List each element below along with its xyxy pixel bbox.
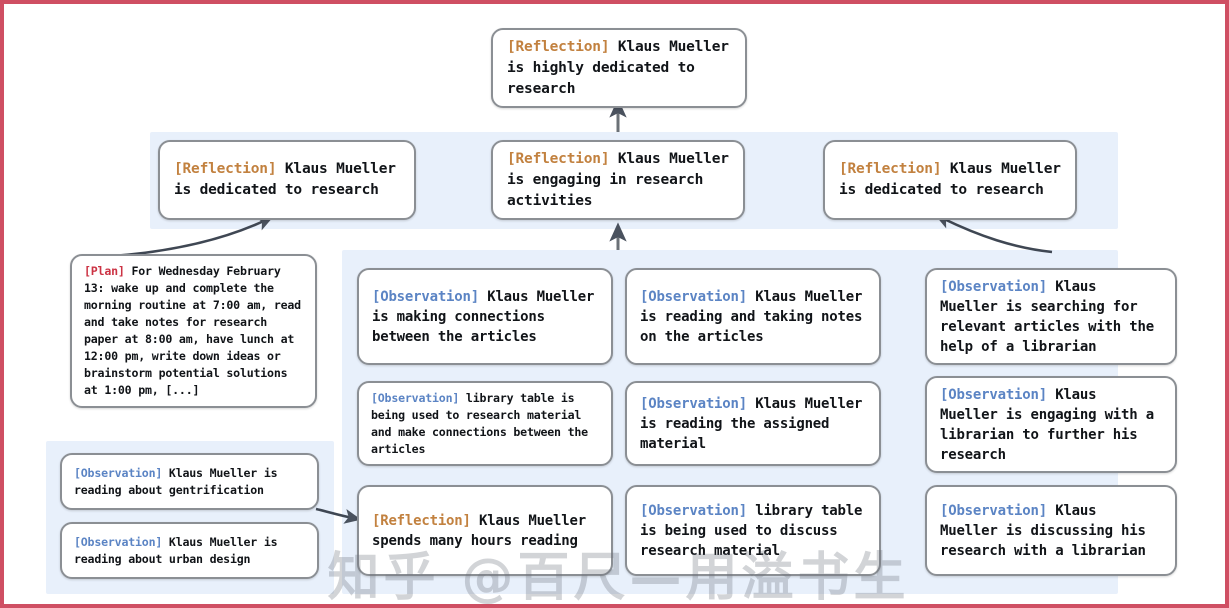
node-col3-observation-1-text: [Observation] Klaus Mueller is reading a… [627, 287, 879, 347]
node-col1-observation-2-text: [Observation] Klaus Mueller is reading a… [62, 534, 317, 568]
observation-tag: [Observation] [74, 465, 163, 480]
node-plan[interactable]: [Plan] For Wednesday February 13: wake u… [70, 254, 317, 408]
node-reflection-left-text: [Reflection] Klaus Mueller is dedicated … [160, 159, 414, 201]
node-col2-reflection-1[interactable]: [Reflection] Klaus Mueller spends many h… [357, 485, 613, 576]
node-reflection-right-text: [Reflection] Klaus Mueller is dedicated … [825, 159, 1075, 201]
node-col4-observation-2-text: [Observation] Klaus Mueller is engaging … [927, 385, 1175, 465]
observation-tag: [Observation] [640, 288, 747, 305]
observation-tag: [Observation] [74, 534, 163, 549]
reflection-tag: [Reflection] [507, 38, 610, 55]
reflection-tag: [Reflection] [839, 161, 942, 177]
node-col1-observation-1-text: [Observation] Klaus Mueller is reading a… [62, 465, 317, 499]
node-root-reflection[interactable]: [Reflection] Klaus Mueller is highly ded… [491, 28, 747, 108]
observation-tag: [Observation] [371, 390, 460, 405]
node-text: For Wednesday February 13: wake up and c… [84, 264, 308, 397]
node-text: Klaus Mueller is dedicated to research [839, 161, 1070, 198]
node-col3-observation-2-text: [Observation] Klaus Mueller is reading t… [627, 394, 879, 454]
node-text: Klaus Mueller is highly dedicated to res… [507, 38, 738, 97]
node-text: Klaus Mueller is reading about urban des… [74, 534, 285, 566]
node-text: Klaus Mueller is making connections betw… [372, 288, 603, 345]
node-text: Klaus Mueller is engaging with a librari… [940, 386, 1163, 463]
node-text: Klaus Mueller spends many hours reading [372, 512, 595, 549]
node-col3-observation-3[interactable]: [Observation] library table is being use… [625, 485, 881, 576]
node-col4-observation-1[interactable]: [Observation] Klaus Mueller is searching… [925, 268, 1177, 365]
reflection-tag: [Reflection] [372, 512, 471, 529]
node-col4-observation-3-text: [Observation] Klaus Mueller is discussin… [927, 501, 1175, 561]
node-col3-observation-3-text: [Observation] library table is being use… [627, 501, 879, 561]
observation-tag: [Observation] [372, 288, 479, 305]
node-col2-observation-1-text: [Observation] Klaus Mueller is making co… [359, 287, 611, 347]
node-col3-observation-2[interactable]: [Observation] Klaus Mueller is reading t… [625, 381, 881, 466]
reflection-tag: [Reflection] [174, 161, 277, 177]
node-col1-observation-2[interactable]: [Observation] Klaus Mueller is reading a… [60, 522, 319, 579]
node-text: Klaus Mueller is searching for relevant … [940, 278, 1163, 355]
observation-tag: [Observation] [940, 278, 1047, 295]
node-col3-observation-1[interactable]: [Observation] Klaus Mueller is reading a… [625, 268, 881, 365]
plan-tag: [Plan] [84, 264, 125, 278]
node-reflection-right[interactable]: [Reflection] Klaus Mueller is dedicated … [823, 140, 1077, 220]
observation-tag: [Observation] [640, 395, 747, 412]
node-col4-observation-3[interactable]: [Observation] Klaus Mueller is discussin… [925, 485, 1177, 576]
node-col1-observation-1[interactable]: [Observation] Klaus Mueller is reading a… [60, 453, 319, 510]
reflection-tag: [Reflection] [507, 150, 610, 167]
node-text: Klaus Mueller is discussing his research… [940, 502, 1154, 559]
node-text: Klaus Mueller is reading the assigned ma… [640, 395, 871, 452]
node-text: Klaus Mueller is reading about gentrific… [74, 465, 285, 497]
node-text: Klaus Mueller is reading and taking note… [640, 288, 871, 345]
node-col2-observation-1[interactable]: [Observation] Klaus Mueller is making co… [357, 268, 613, 365]
node-text: Klaus Mueller is engaging in research ac… [507, 150, 738, 209]
node-text: library table is being used to research … [371, 390, 595, 456]
node-text: Klaus Mueller is dedicated to research [174, 161, 405, 198]
observation-tag: [Observation] [640, 502, 747, 519]
node-reflection-left[interactable]: [Reflection] Klaus Mueller is dedicated … [158, 140, 416, 220]
node-col4-observation-2[interactable]: [Observation] Klaus Mueller is engaging … [925, 376, 1177, 473]
node-reflection-center[interactable]: [Reflection] Klaus Mueller is engaging i… [491, 140, 745, 220]
observation-tag: [Observation] [940, 386, 1047, 403]
node-root-reflection-text: [Reflection] Klaus Mueller is highly ded… [493, 37, 745, 100]
node-plan-text: [Plan] For Wednesday February 13: wake u… [72, 263, 315, 399]
node-col4-observation-1-text: [Observation] Klaus Mueller is searching… [927, 277, 1175, 357]
node-text: library table is being used to discuss r… [640, 502, 871, 559]
observation-tag: [Observation] [940, 502, 1047, 519]
node-col2-reflection-1-text: [Reflection] Klaus Mueller spends many h… [359, 511, 611, 551]
node-col2-observation-2[interactable]: [Observation] library table is being use… [357, 381, 613, 466]
node-col2-observation-2-text: [Observation] library table is being use… [359, 390, 611, 458]
node-reflection-center-text: [Reflection] Klaus Mueller is engaging i… [493, 149, 743, 212]
